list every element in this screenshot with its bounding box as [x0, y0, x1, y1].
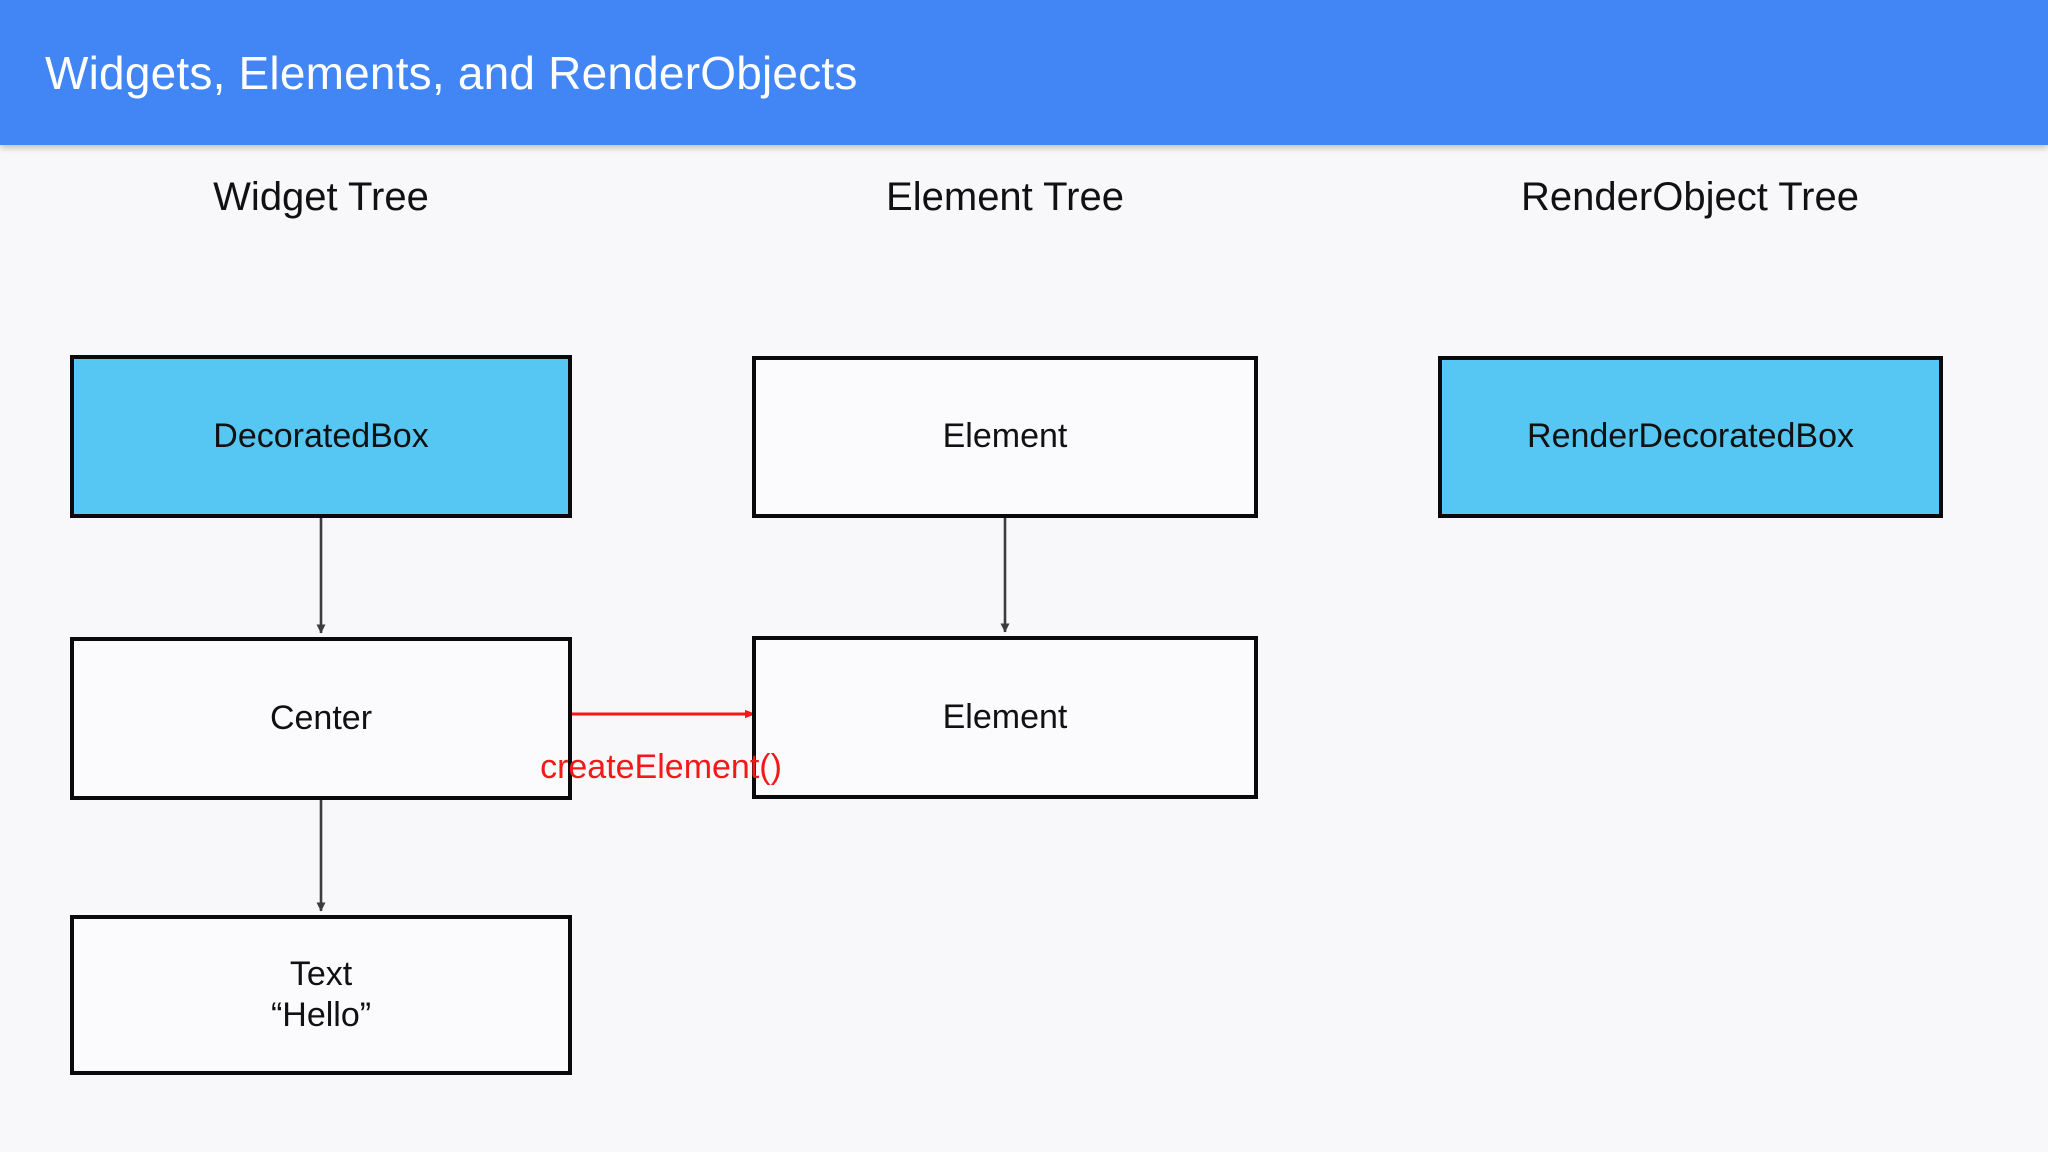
node-label: Element: [942, 417, 1068, 456]
node-label: Element: [942, 697, 1068, 736]
node-element-child[interactable]: Element: [752, 636, 1258, 799]
node-label: Center: [269, 698, 373, 737]
node-element-top[interactable]: Element: [752, 356, 1258, 518]
column-title-widget-tree: Widget Tree: [213, 175, 429, 219]
node-widget-text-hello[interactable]: Text “Hello”: [70, 915, 572, 1075]
column-title-element-tree: Element Tree: [886, 175, 1124, 219]
node-label: Text: [289, 954, 353, 993]
column-title-renderobject-tree: RenderObject Tree: [1521, 175, 1859, 219]
node-label: RenderDecoratedBox: [1527, 417, 1854, 456]
annotation-create-element: createElement(): [540, 748, 782, 786]
diagram-canvas: Widget Tree Element Tree RenderObject Tr…: [0, 145, 2048, 1152]
node-widget-center[interactable]: Center: [70, 637, 572, 800]
app-header-bar: Widgets, Elements, and RenderObjects: [0, 0, 2048, 145]
node-label-secondary: “Hello”: [270, 996, 372, 1034]
page-title: Widgets, Elements, and RenderObjects: [45, 46, 858, 99]
node-label: DecoratedBox: [213, 416, 429, 455]
node-widget-decoratedbox[interactable]: DecoratedBox: [70, 355, 572, 518]
node-renderobject-renderdecoratedbox[interactable]: RenderDecoratedBox: [1438, 356, 1943, 518]
